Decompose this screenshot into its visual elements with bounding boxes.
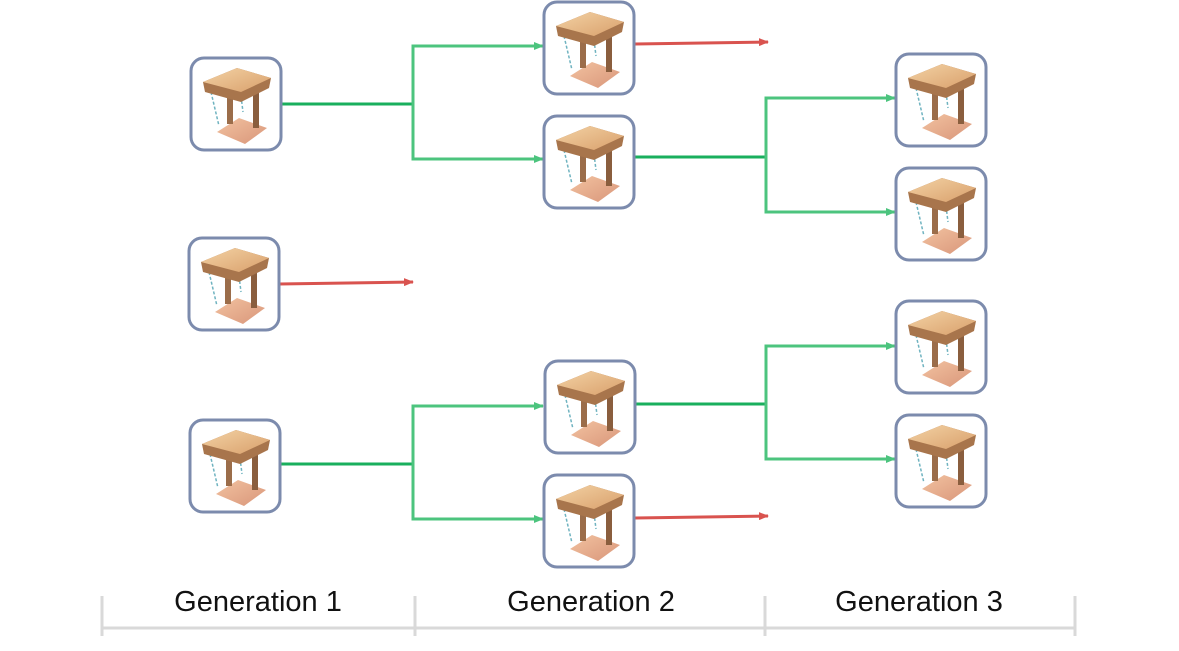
survivor-connections <box>280 42 896 523</box>
gen3-node-3 <box>894 299 988 395</box>
gen3-node-1 <box>894 52 988 148</box>
gen1-node-1 <box>189 56 283 152</box>
generation-axis <box>100 596 1077 636</box>
generation-3-label: Generation 3 <box>835 586 1003 618</box>
generation-2-label: Generation 2 <box>507 586 675 618</box>
discard-arrows <box>278 38 769 521</box>
gen1-node-3 <box>188 418 282 514</box>
gen1-node-2 <box>187 236 281 332</box>
gen2-node-3 <box>543 359 637 455</box>
gen3-node-2 <box>894 166 988 262</box>
gen2-node-2 <box>542 114 636 210</box>
gen3-node-4 <box>894 413 988 509</box>
generation-1-label: Generation 1 <box>174 586 342 618</box>
gen2-node-4 <box>542 473 636 569</box>
gen2-node-1 <box>542 0 636 96</box>
